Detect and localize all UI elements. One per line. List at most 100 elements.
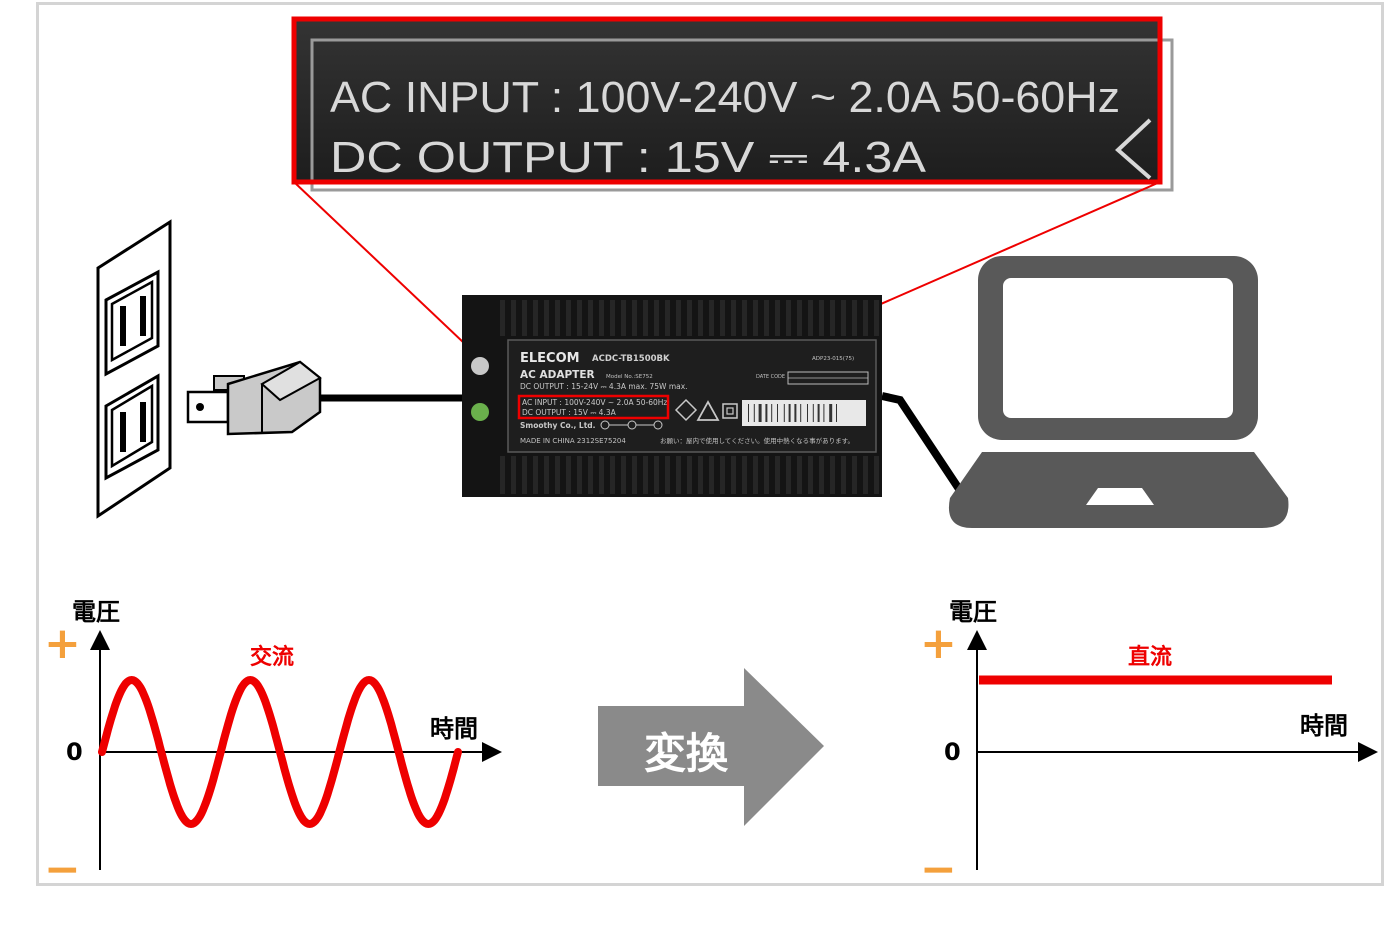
adapter-rib [819, 300, 824, 336]
adapter-rib [577, 300, 582, 336]
barcode-bar [836, 404, 837, 422]
zoom-highlight-frame [291, 16, 1163, 185]
dc-curve-label: 直流 [1128, 644, 1172, 670]
adapter-rib [676, 300, 681, 336]
adapter-rib [588, 300, 593, 336]
barcode-bar [777, 404, 778, 422]
adapter-rib [819, 456, 824, 494]
adapter-rib [841, 300, 846, 336]
adapter-code: ADP23-015(75) [812, 356, 854, 362]
barcode-bar [807, 404, 808, 422]
adapter-note: お願い：屋内で使用してください。使用中熱くなる事があります。 [660, 436, 854, 445]
adapter-rib [654, 300, 659, 336]
adapter-rib [588, 456, 593, 494]
barcode-bar [812, 404, 814, 422]
adapter-rib [643, 456, 648, 494]
adapter-rib [632, 300, 637, 336]
adapter-rib [555, 456, 560, 494]
power-plug-icon [186, 360, 322, 436]
adapter-rib [753, 300, 758, 336]
pse-mark-icon [674, 398, 698, 422]
adapter-rib [775, 456, 780, 494]
adapter-model: ACDC-TB1500BK [592, 354, 670, 364]
polarity-icon [600, 420, 663, 430]
adapter-rib [577, 456, 582, 494]
barcode-bar [817, 404, 820, 422]
figure-frame [36, 2, 1384, 886]
barcode-bar [748, 404, 749, 422]
adapter-rib [863, 456, 868, 494]
laptop-icon [948, 256, 1289, 528]
adapter-rib [610, 300, 615, 336]
adapter-rib [775, 300, 780, 336]
ac-sine-wave [98, 675, 462, 829]
adapter-rib [797, 300, 802, 336]
dc-y-axis-label: 電圧 [949, 598, 997, 626]
ac-x-axis-label: 時間 [430, 715, 478, 743]
adapter-rib [511, 456, 516, 494]
wall-outlet-icon [96, 219, 172, 519]
adapter-rib [643, 300, 648, 336]
adapter-rib [621, 456, 626, 494]
adapter-rib [852, 300, 857, 336]
double-insulation-icon [722, 403, 738, 419]
adapter-rib [544, 300, 549, 336]
adapter-rib [852, 456, 857, 494]
barcode-bar [788, 404, 791, 422]
adapter-rib [511, 300, 516, 336]
adapter-rib [863, 300, 868, 336]
barcode-bar [794, 404, 797, 422]
adapter-rib [566, 300, 571, 336]
zoom-symbol [1115, 118, 1152, 180]
adapter-rib [555, 300, 560, 336]
barcode-icon [748, 404, 837, 422]
adapter-rib [720, 456, 725, 494]
adapter-rib [665, 300, 670, 336]
adapter-rib [533, 456, 538, 494]
cable-output [881, 392, 969, 501]
adapter-rib [786, 456, 791, 494]
adapter-rib [709, 456, 714, 494]
adapter-rib [522, 456, 527, 494]
adapter-rib [874, 456, 879, 494]
barcode-bar [800, 404, 802, 422]
adapter-ribs [500, 300, 879, 494]
adapter-rib [621, 300, 626, 336]
adapter-rib [500, 300, 505, 336]
adapter-rib [841, 456, 846, 494]
adapter-dc-output: DC OUTPUT : 15V ⎓ 4.3A [522, 408, 617, 417]
dc-plus-sign: + [920, 618, 957, 669]
adapter-rib [874, 300, 879, 336]
adapter-rib [797, 456, 802, 494]
ac-adapter-photo: ELECOM ACDC-TB1500BK ADP23-015(75) AC AD… [462, 295, 882, 497]
conversion-label: 変換 [644, 729, 729, 778]
barcode-bar [771, 404, 773, 422]
adapter-rib [731, 300, 736, 336]
barcode-bar [765, 404, 768, 422]
adapter-rib [566, 456, 571, 494]
adapter-rib [522, 300, 527, 336]
adapter-rib [764, 456, 769, 494]
ac-voltage-graph: 電圧 時間 0 + − 交流 [44, 598, 502, 895]
ac-minus-sign: − [44, 844, 81, 895]
adapter-rib [544, 456, 549, 494]
warning-triangle-icon [696, 400, 720, 421]
adapter-made-in: MADE IN CHINA 2312SE75204 [520, 437, 626, 445]
barcode-bar [758, 404, 762, 422]
dc-minus-sign: − [920, 844, 957, 895]
conversion-arrow: 変換 [598, 668, 824, 826]
adapter-rib [830, 300, 835, 336]
barcode-bar [783, 404, 785, 422]
adapter-rib [742, 456, 747, 494]
adapter-rib [676, 456, 681, 494]
zoom-callout: AC INPUT : 100V-240V ~ 2.0A 50-60Hz DC O… [291, 16, 1174, 192]
adapter-rib [599, 456, 604, 494]
adapter-rib [742, 300, 747, 336]
adapter-brand: ELECOM [520, 351, 580, 366]
ac-plus-sign: + [44, 618, 81, 669]
adapter-dc-range: DC OUTPUT : 15-24V ⎓ 4.3A max. 75W max. [520, 382, 688, 391]
adapter-rib [698, 456, 703, 494]
zoom-line-dc: DC OUTPUT : 15V ⎓ 4.3A [330, 133, 927, 182]
adapter-date-code-label: DATE CODE [756, 374, 785, 380]
dc-zero-label: 0 [944, 738, 961, 766]
